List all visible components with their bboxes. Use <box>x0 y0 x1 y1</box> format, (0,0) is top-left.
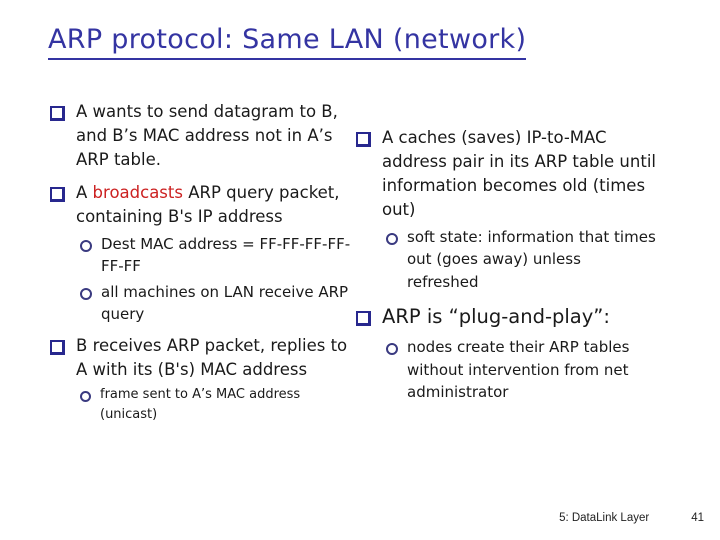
item-text: B receives ARP packet, replies to A with… <box>76 335 348 379</box>
circle-bullet-icon <box>386 232 398 245</box>
circle-bullet-icon <box>386 343 398 356</box>
sub-bullet-nodes-create: nodes create their ARP tables without in… <box>386 336 656 404</box>
square-bullet-icon <box>50 106 65 121</box>
subitem-text: all machines on LAN receive ARP query <box>101 282 349 324</box>
item-text: A caches (saves) IP-to-MAC address pair … <box>382 128 656 219</box>
subitem-text: Dest MAC address = FF-FF-FF-FF-FF-FF <box>101 234 351 276</box>
square-bullet-icon <box>50 339 65 355</box>
item-text: A wants to send datagram to B, and B’s M… <box>76 102 338 169</box>
square-bullet-icon <box>50 186 65 202</box>
subitem-text: frame sent to A’s MAC address (unicast) <box>100 387 301 422</box>
footer: 5: DataLink Layer 41 <box>559 512 704 524</box>
sub-bullet-all-machines: all machines on LAN receive ARP query <box>80 281 355 326</box>
bullet-item-a-wants: A wants to send datagram to B, and B’s M… <box>50 100 355 172</box>
sub-bullet-dest-mac: Dest MAC address = FF-FF-FF-FF-FF-FF <box>80 233 355 278</box>
subitem-text: nodes create their ARP tables without in… <box>407 338 630 402</box>
circle-bullet-icon <box>80 287 92 300</box>
item-text: ARP is “plug-and-play”: <box>382 305 610 329</box>
bullet-item-b-receives: B receives ARP packet, replies to A with… <box>50 334 355 382</box>
right-column: A caches (saves) IP-to-MAC address pair … <box>356 126 656 407</box>
item-text-prefix: A <box>76 182 93 202</box>
square-bullet-icon <box>356 132 371 147</box>
footer-section-label: 5: DataLink Layer <box>559 512 650 524</box>
bullet-item-a-broadcasts: A broadcasts ARP query packet, containin… <box>50 181 355 229</box>
bullet-item-plug-and-play: ARP is “plug-and-play”: <box>356 303 656 330</box>
left-column: A wants to send datagram to B, and B’s M… <box>50 100 355 427</box>
bullet-item-a-caches: A caches (saves) IP-to-MAC address pair … <box>356 126 656 222</box>
square-bullet-icon <box>356 311 371 327</box>
item-text-suffix: ARP query packet, containing B's IP addr… <box>76 182 340 226</box>
circle-bullet-icon <box>80 391 91 403</box>
page-number: 41 <box>691 512 704 524</box>
sub-bullet-frame-sent: frame sent to A’s MAC address (unicast) <box>80 385 355 424</box>
item-text: A broadcasts ARP query packet, containin… <box>76 181 355 229</box>
subitem-text: soft state: information that times out (… <box>407 227 656 291</box>
circle-bullet-icon <box>80 239 92 252</box>
slide-title: ARP protocol: Same LAN (network) <box>48 24 527 60</box>
sub-bullet-soft-state: soft state: information that times out (… <box>386 226 656 294</box>
highlighted-word: broadcasts <box>92 182 183 202</box>
